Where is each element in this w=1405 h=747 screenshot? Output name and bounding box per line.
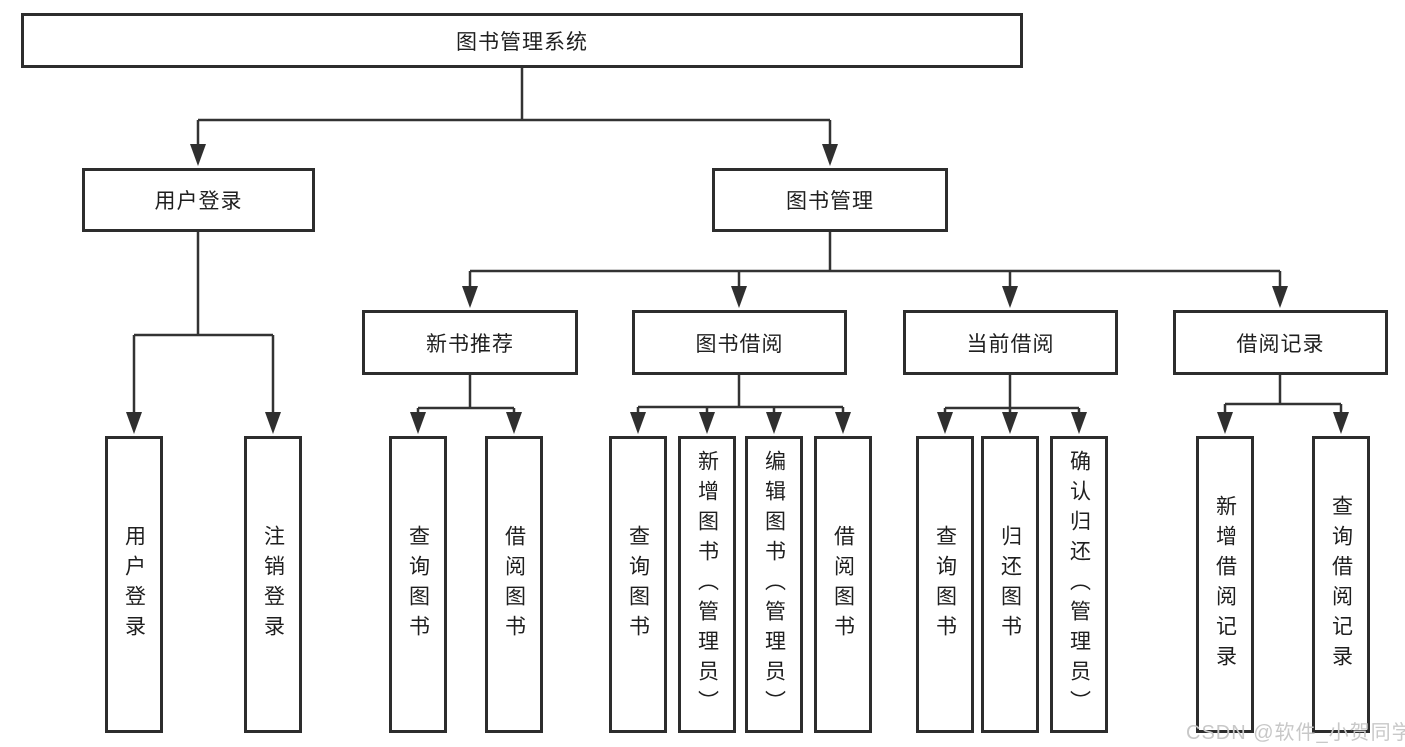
node-book-borrowing: 图书借阅 [632, 310, 847, 375]
node-label: 图书管理 [786, 190, 874, 213]
node-library-system: 图书管理系统 [21, 13, 1023, 68]
leaf-user-login: 用户登录 [105, 436, 163, 733]
node-borrowing-records: 借阅记录 [1173, 310, 1388, 375]
leaf-borrow-books-recommend: 借阅图书 [485, 436, 543, 733]
leaf-logout: 注销登录 [244, 436, 302, 733]
node-label: 确认归还（管理员） [1067, 449, 1091, 720]
node-label: 用户登录 [154, 190, 243, 213]
node-label: 查询图书 [406, 524, 430, 645]
leaf-query-borrow-record: 查询借阅记录 [1312, 436, 1370, 733]
node-label: 归还图书 [998, 524, 1022, 645]
leaf-return-book: 归还图书 [981, 436, 1039, 733]
arrowheads [126, 144, 1349, 434]
node-label: 注销登录 [261, 524, 285, 645]
leaf-edit-book-admin: 编辑图书（管理员） [745, 436, 803, 733]
node-label: 图书借阅 [695, 332, 784, 356]
csdn-watermark: CSDN @软件_小贺同学 [1186, 722, 1405, 744]
node-user-login-branch: 用户登录 [82, 168, 315, 232]
leaf-borrow-books: 借阅图书 [814, 436, 872, 733]
node-label: 新增图书（管理员） [695, 449, 719, 720]
leaf-confirm-return-admin: 确认归还（管理员） [1050, 436, 1108, 733]
node-label: 查询借阅记录 [1329, 494, 1353, 675]
node-label: 借阅图书 [831, 524, 855, 645]
leaf-query-books-current: 查询图书 [916, 436, 974, 733]
node-label: 新增借阅记录 [1213, 494, 1237, 675]
leaf-add-borrow-record: 新增借阅记录 [1196, 436, 1254, 733]
leaf-query-books-recommend: 查询图书 [389, 436, 447, 733]
node-new-book-recommend: 新书推荐 [362, 310, 578, 375]
node-label: 查询图书 [626, 524, 650, 645]
node-label: 编辑图书（管理员） [762, 449, 786, 720]
node-label: 新书推荐 [426, 332, 514, 356]
node-label: 查询图书 [933, 524, 957, 645]
node-label: 用户登录 [122, 524, 146, 645]
node-current-borrowing: 当前借阅 [903, 310, 1118, 375]
leaf-query-books-borrowing: 查询图书 [609, 436, 667, 733]
node-label: 图书管理系统 [456, 30, 588, 54]
leaf-add-book-admin: 新增图书（管理员） [678, 436, 736, 733]
node-label: 借阅记录 [1236, 332, 1325, 356]
node-book-management-branch: 图书管理 [712, 168, 948, 232]
node-label: 当前借阅 [966, 332, 1055, 356]
node-label: 借阅图书 [502, 524, 526, 645]
